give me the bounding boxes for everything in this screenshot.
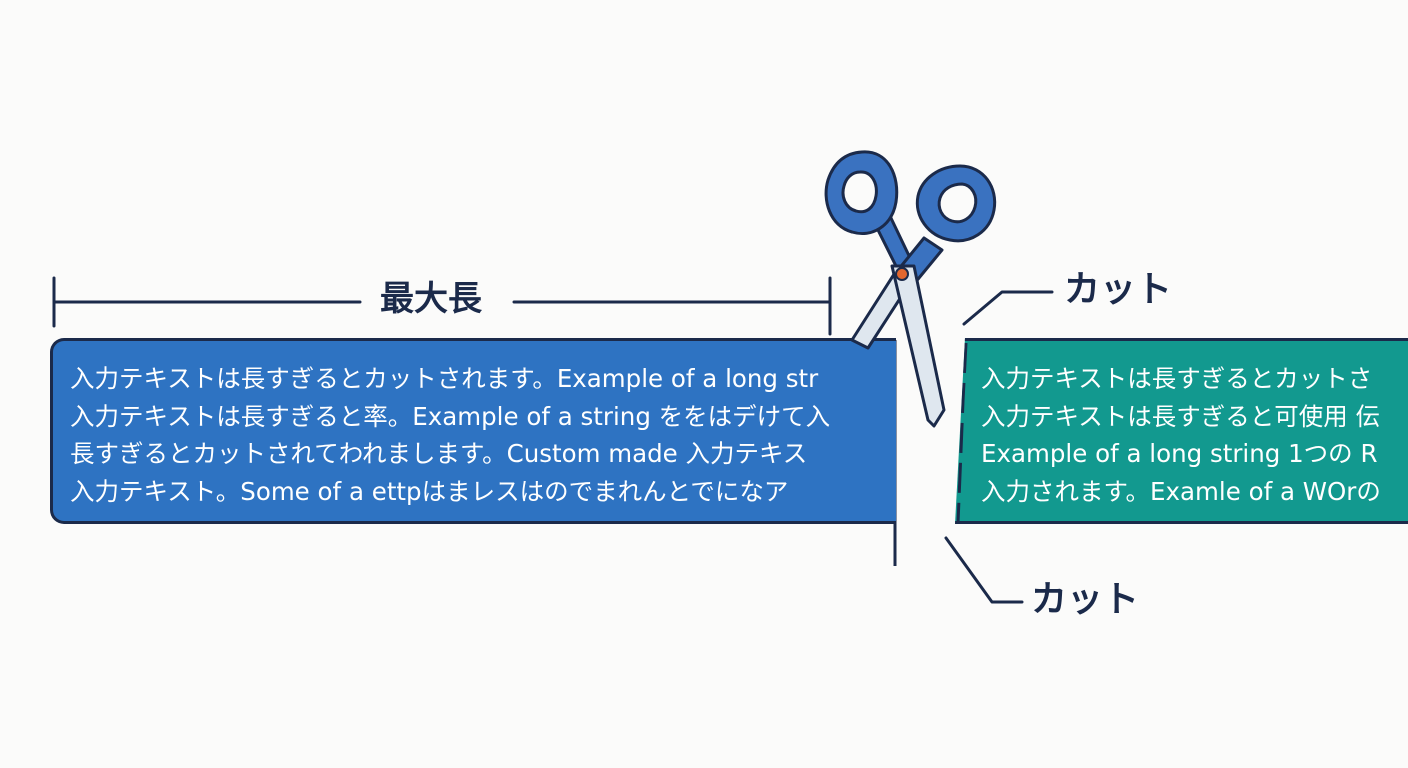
kept-text-line-2: 入力テキストは長すぎると率。Example of a string ををはデけて… (70, 401, 831, 431)
cut-text-line-4: 入力されます。Examle of a WOrの (981, 476, 1381, 506)
cut-label-top: カット (1064, 269, 1173, 310)
cut-text-lines: 入力テキストは長すぎるとカットさ 入力テキストは長すぎると可使用 伝 Examp… (981, 360, 1381, 510)
cut-label-bottom: カット (1031, 579, 1140, 620)
kept-text-line-1: 入力テキストは長すぎるとカットされます。Example of a long st… (70, 364, 819, 393)
max-length-bracket (52, 276, 832, 336)
kept-text-line-3: 長すぎるとカットされてわれまします。Custom made 入力テキス (70, 439, 808, 468)
kept-text-lines: 入力テキストは長すぎるとカットされます。Example of a long st… (70, 360, 830, 510)
max-length-label: 最大長 (380, 279, 482, 319)
cut-text-line-1: 入力テキストは長すぎるとカットさ (981, 364, 1373, 393)
scissors-pivot-icon (895, 267, 909, 281)
scissors-handle-left (824, 150, 899, 235)
scissors-handle-right (915, 164, 997, 243)
text-box-kept: 入力テキストは長すぎるとカットされます。Example of a long st… (50, 338, 896, 524)
cut-text-line-3: Example of a long string 1つの R (981, 439, 1378, 468)
cut-text-line-2: 入力テキストは長すぎると可使用 伝 (981, 401, 1381, 431)
scissors-blade-front (890, 264, 946, 428)
text-box-cut-off: 入力テキストは長すぎるとカットさ 入力テキストは長すぎると可使用 伝 Examp… (955, 338, 1408, 524)
kept-text-line-4: 入力テキスト。Some of a ettpはまレスはのでまれんとでになア (70, 476, 789, 506)
cut-leader-top (962, 290, 1054, 326)
torn-edge (956, 342, 968, 521)
cut-leader-bottom (944, 536, 1024, 604)
